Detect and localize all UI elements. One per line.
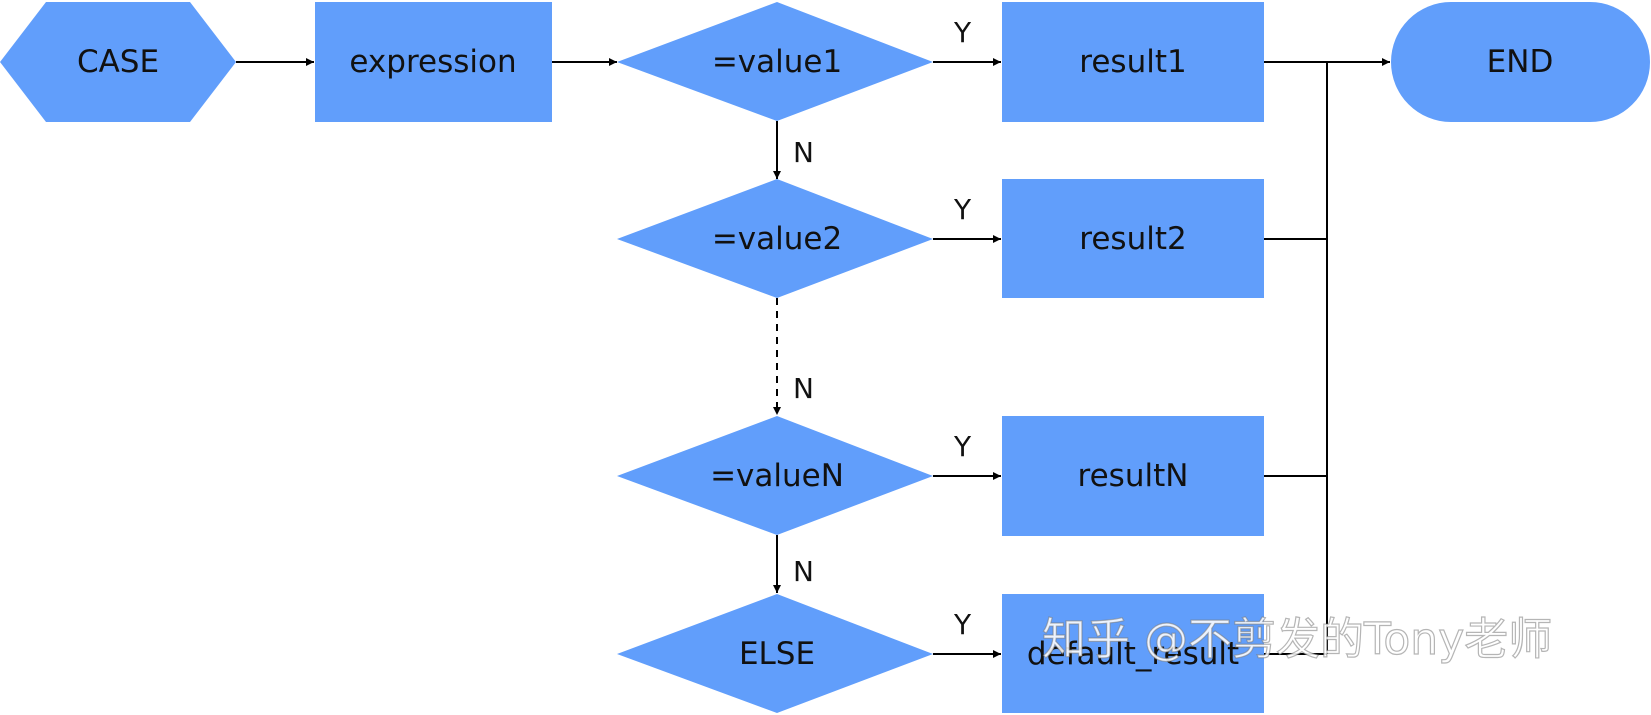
no-label-2: N	[793, 372, 814, 405]
end-label: END	[1487, 44, 1554, 80]
node-result1: result1	[1002, 2, 1264, 122]
resultN-box	[1002, 416, 1264, 536]
end-terminal	[1391, 2, 1650, 122]
else-label: ELSE	[739, 636, 815, 672]
yes-label-1: Y	[953, 16, 972, 49]
expression-box	[315, 2, 552, 122]
node-expression: expression	[315, 2, 552, 122]
zhihu-watermark: 知乎 @不剪发的Tony老师	[1042, 614, 1552, 665]
node-resultN: resultN	[1002, 416, 1264, 536]
node-value1: =value1	[617, 2, 933, 121]
node-value2: =value2	[617, 179, 933, 298]
value1-label: =value1	[712, 44, 842, 80]
value2-diamond	[617, 179, 933, 298]
result1-box	[1002, 2, 1264, 122]
result1-label: result1	[1079, 44, 1186, 80]
else-diamond	[617, 594, 933, 713]
edge-labels: Y Y Y Y N N N	[793, 16, 972, 641]
valueN-diamond	[617, 416, 933, 535]
node-result2: result2	[1002, 179, 1264, 298]
edges	[236, 58, 1390, 658]
no-label-n: N	[793, 555, 814, 588]
node-case: CASE	[0, 2, 236, 122]
node-default-result: default_result	[1002, 594, 1264, 713]
node-else: ELSE	[617, 594, 933, 713]
case-hexagon	[0, 2, 236, 122]
node-valueN: =valueN	[617, 416, 933, 535]
result2-label: result2	[1079, 221, 1186, 257]
result2-box	[1002, 179, 1264, 298]
case-label: CASE	[77, 44, 159, 80]
value1-diamond	[617, 2, 933, 121]
yes-label-2: Y	[953, 193, 972, 226]
node-end: END	[1391, 2, 1650, 122]
valueN-label: =valueN	[710, 458, 844, 494]
expression-label: expression	[349, 44, 516, 80]
resultN-label: resultN	[1078, 458, 1189, 494]
default-result-label: default_result	[1027, 636, 1239, 672]
no-label-1: N	[793, 136, 814, 169]
yes-label-n: Y	[953, 430, 972, 463]
value2-label: =value2	[712, 221, 842, 257]
default-result-box	[1002, 594, 1264, 713]
yes-label-else: Y	[953, 608, 972, 641]
